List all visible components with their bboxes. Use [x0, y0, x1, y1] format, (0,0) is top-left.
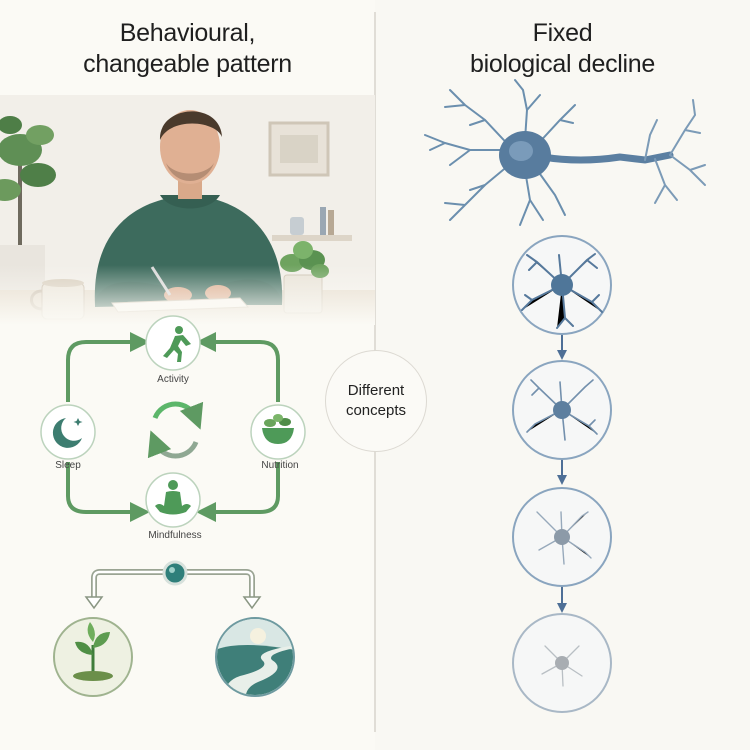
moon-star-icon — [52, 418, 82, 448]
large-neuron — [424, 79, 706, 226]
winding-path-icon — [217, 619, 293, 695]
branch-connector — [84, 560, 262, 610]
path-circle — [215, 617, 295, 697]
neuron-stage-1 — [512, 235, 612, 335]
sprout-icon — [73, 622, 113, 681]
left-heading: Behavioural, changeable pattern — [0, 18, 375, 80]
center-line2: concepts — [345, 402, 407, 419]
sleep-label: Sleep — [55, 460, 81, 471]
refresh-arrows-icon — [147, 401, 204, 459]
activity-label: Activity — [157, 374, 189, 385]
left-heading-line2: changeable pattern — [83, 50, 292, 78]
right-heading-line1: Fixed — [532, 19, 593, 47]
nutrition-label: Nutrition — [261, 460, 299, 471]
salad-bowl-icon — [262, 414, 294, 444]
center-line1: Different — [347, 382, 405, 399]
arrow-sleep-to-mindfulness — [66, 462, 150, 522]
nutrition-node — [250, 404, 306, 460]
activity-node — [145, 315, 201, 371]
arrow-sleep-to-activity — [66, 332, 150, 402]
mindfulness-node — [145, 472, 201, 528]
neuron-stage-3 — [512, 487, 612, 587]
arrow-nutrition-to-mindfulness — [196, 462, 280, 522]
left-heading-line1: Behavioural, — [119, 19, 256, 47]
neuron-decline-sequence — [512, 235, 612, 713]
cycle-diagram — [40, 315, 306, 697]
neuron-stage-2 — [512, 360, 612, 460]
meditation-icon — [155, 480, 191, 515]
man-writing-photo — [0, 95, 375, 325]
neuron-stage-4 — [512, 613, 612, 713]
mindfulness-label: Mindfulness — [148, 530, 202, 541]
right-heading: Fixed biological decline — [375, 18, 750, 80]
different-concepts-badge: Different concepts — [325, 350, 427, 452]
sleep-node — [40, 404, 96, 460]
right-heading-line2: biological decline — [469, 50, 655, 78]
arrow-nutrition-to-activity — [196, 332, 280, 402]
growth-circle — [53, 617, 133, 697]
running-person-icon — [163, 326, 191, 362]
